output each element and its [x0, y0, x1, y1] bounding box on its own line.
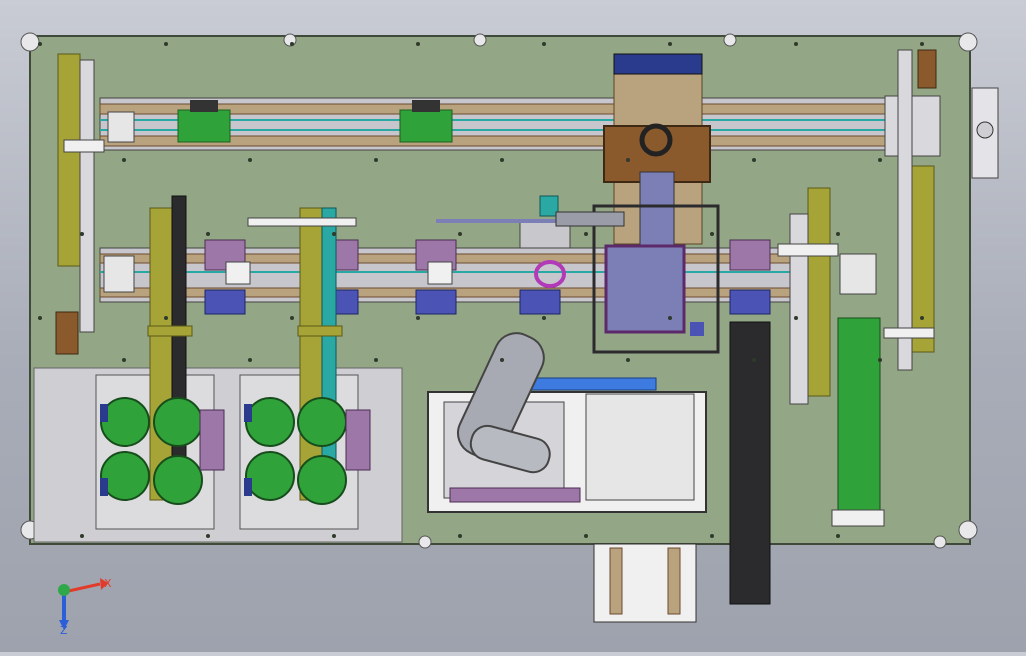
mounting-hole	[626, 358, 630, 362]
mounting-hole	[668, 42, 672, 46]
right-edge-gantry	[883, 49, 937, 371]
right-gantry-1	[777, 187, 839, 405]
x-axis-label: X	[104, 577, 112, 590]
mounting-hole	[668, 316, 672, 320]
mounting-hole	[500, 358, 504, 362]
mounting-hole	[332, 232, 336, 236]
mounting-hole	[500, 158, 504, 162]
left-edge-gantry	[55, 53, 105, 355]
lower-exit-conveyor	[593, 543, 697, 623]
reel-group-right	[244, 397, 371, 505]
mounting-hole	[878, 158, 882, 162]
mounting-hole	[122, 158, 126, 162]
mounting-hole	[794, 42, 798, 46]
mounting-hole	[248, 158, 252, 162]
dark-belt	[729, 321, 771, 605]
mounting-hole	[626, 158, 630, 162]
mounting-hole	[80, 232, 84, 236]
mounting-hole	[920, 316, 924, 320]
x-axis-arrow	[63, 582, 101, 594]
y-axis-dot	[58, 584, 70, 596]
mounting-hole	[374, 358, 378, 362]
mounting-hole	[710, 534, 714, 538]
green-belt	[831, 317, 885, 527]
x-axis-arrowhead	[100, 578, 108, 590]
z-axis-arrowhead	[59, 620, 69, 630]
mounting-hole	[206, 232, 210, 236]
mounting-hole	[206, 534, 210, 538]
mounting-hole	[542, 42, 546, 46]
robot-arm	[457, 332, 551, 474]
z-axis-label: Z	[60, 624, 68, 637]
mounting-hole	[374, 158, 378, 162]
mounting-hole	[710, 232, 714, 236]
gantry-1	[147, 195, 193, 501]
mounting-hole	[752, 358, 756, 362]
mounting-hole	[416, 316, 420, 320]
mounting-hole	[38, 316, 42, 320]
mounting-hole	[164, 316, 168, 320]
mounting-hole	[836, 232, 840, 236]
mounting-hole	[416, 42, 420, 46]
mounting-hole	[248, 358, 252, 362]
mounting-hole	[752, 158, 756, 162]
mounting-hole	[542, 316, 546, 320]
mounting-hole	[878, 358, 882, 362]
coordinate-triad: X Z	[58, 577, 112, 637]
mounting-hole	[584, 534, 588, 538]
mounting-hole	[794, 316, 798, 320]
mounting-hole	[80, 534, 84, 538]
mounting-hole	[584, 232, 588, 236]
mounting-hole	[38, 42, 42, 46]
mounting-hole	[290, 316, 294, 320]
mounting-holes	[38, 42, 924, 538]
mounting-hole	[290, 42, 294, 46]
mounting-hole	[122, 358, 126, 362]
mounting-hole	[836, 534, 840, 538]
mounting-hole	[458, 232, 462, 236]
mounting-hole	[920, 42, 924, 46]
mounting-hole	[332, 534, 336, 538]
mounting-hole	[458, 534, 462, 538]
press-station	[436, 53, 720, 354]
conveyor-fixtures	[103, 195, 877, 315]
top-conveyor	[99, 95, 941, 157]
reel-group-left	[100, 397, 225, 505]
side-valve	[971, 87, 999, 179]
mounting-hole	[164, 42, 168, 46]
